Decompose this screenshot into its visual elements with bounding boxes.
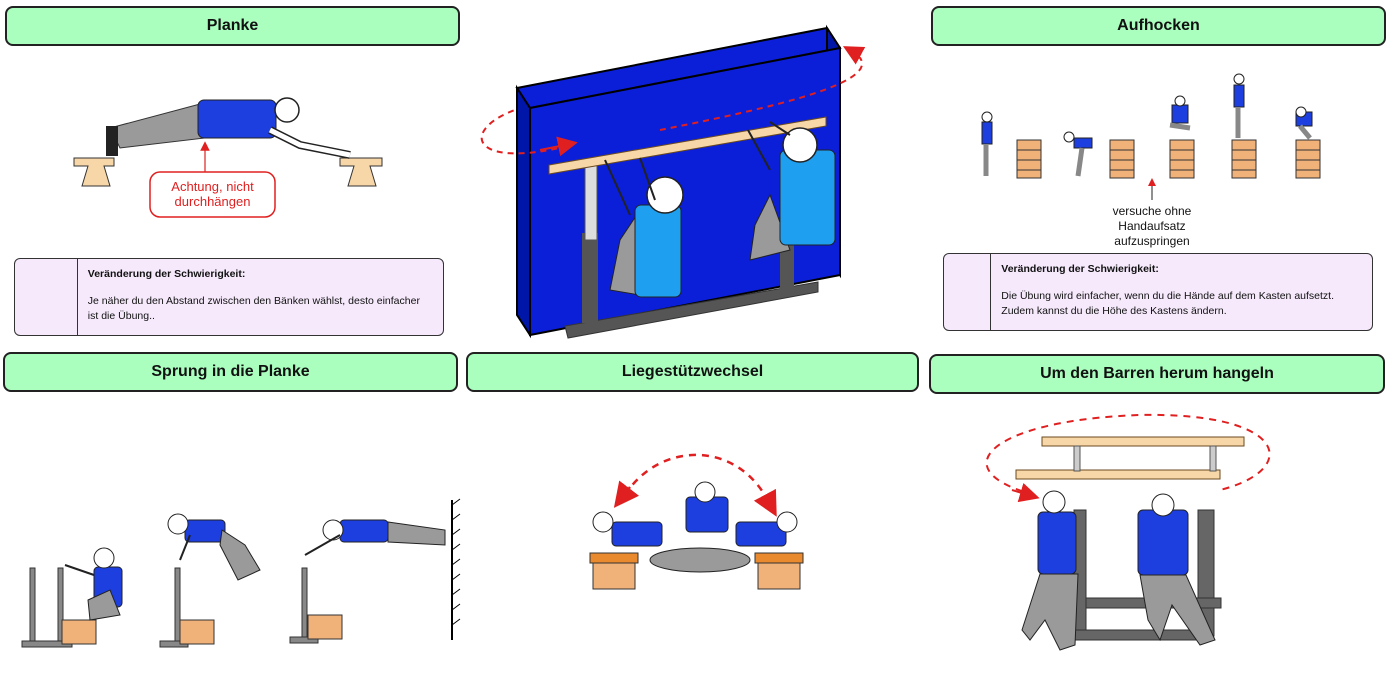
header-barren: Um den Barren herum hangeln <box>929 354 1385 394</box>
barren-scene <box>1015 436 1245 651</box>
tip-box-planke: Veränderung der Schwierigkeit: Je näher … <box>14 258 444 336</box>
tip-box-aufhocken: Veränderung der Schwierigkeit: Die Übung… <box>943 253 1373 331</box>
tip-icon-slot <box>944 254 992 330</box>
aufhocken-sequence <box>981 73 1321 179</box>
planke-warning: Achtung, nicht durchhängen <box>171 179 254 209</box>
header-sprung: Sprung in die Planke <box>3 352 458 392</box>
tip-title: Veränderung der Schwierigkeit: <box>87 268 246 280</box>
wall-bars-scene <box>515 24 842 339</box>
header-aufhocken: Aufhocken <box>931 6 1386 46</box>
liegestuetz-scene <box>589 481 804 590</box>
tip-text: Die Übung wird einfacher, wenn du die Hä… <box>1001 290 1335 317</box>
header-liegestuetz: Liegestützwechsel <box>466 352 919 392</box>
planke-figure <box>73 97 383 187</box>
tip-text: Je näher du den Abstand zwischen den Bän… <box>87 295 420 322</box>
aufhocken-note: versuche ohne Handaufsatz aufzuspringen <box>1112 204 1192 248</box>
tip-title: Veränderung der Schwierigkeit: <box>1001 263 1159 275</box>
header-planke: Planke <box>5 6 460 46</box>
tip-icon-slot <box>15 259 78 335</box>
sprung-sequence <box>21 498 461 648</box>
